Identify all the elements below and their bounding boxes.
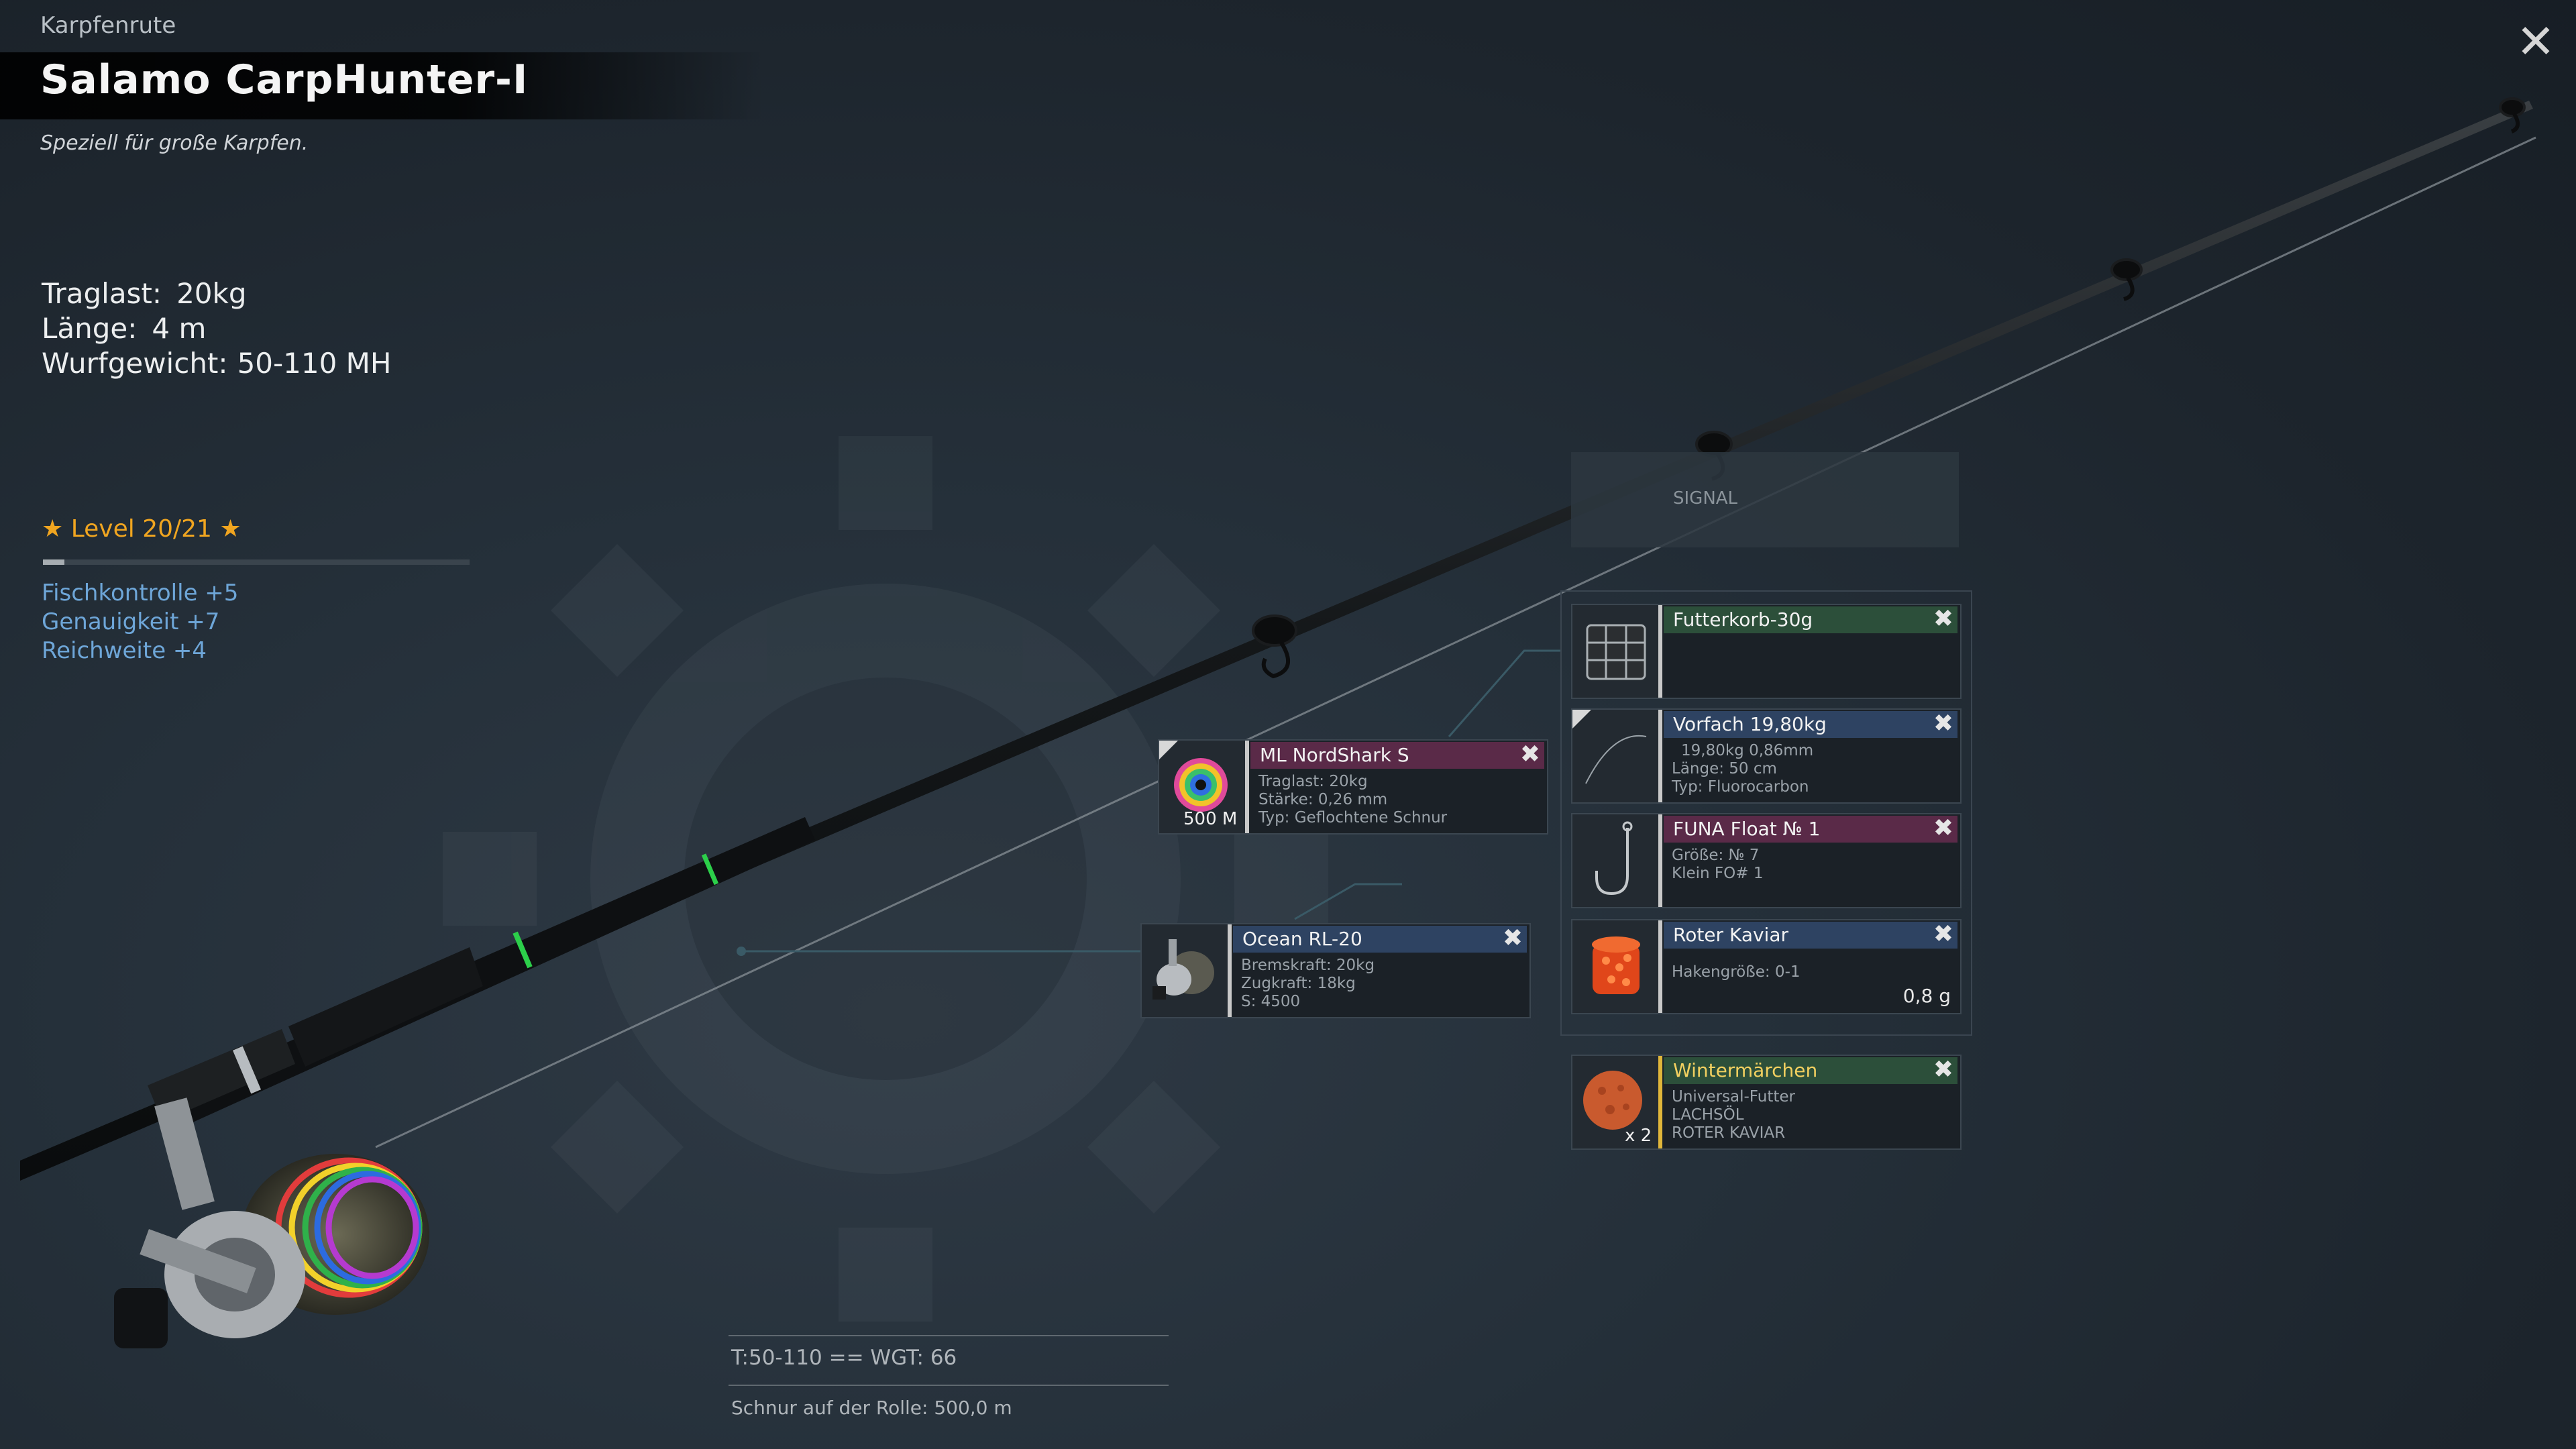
leader-thumbnail [1572,710,1660,802]
bonus-range: Reichweite +4 [42,637,207,664]
card-accent [1658,920,1662,1013]
item-description: Speziell für große Karpfen. [40,131,309,155]
level-progress-fill [43,559,64,565]
footer-divider-top [729,1335,1169,1336]
line-thumbnail: 500 M [1159,741,1246,833]
feeder-slot-card[interactable]: Futterkorb-30g ✖ [1571,604,1962,699]
item-category: Karpfenrute [40,12,176,39]
terminal-tackle-group [1560,590,1972,1036]
leader-slot-card[interactable]: Vorfach 19,80kg ✖ 19,80kg 0,86mm Länge: … [1571,708,1962,804]
bait-name: Roter Kaviar [1664,922,1957,949]
groundbait-count: x 2 [1625,1126,1652,1146]
line-name: ML NordShark S [1250,742,1544,769]
leader-line-icon [1572,710,1647,784]
remove-bait-icon[interactable]: ✖ [1933,920,1954,948]
remove-hook-icon[interactable]: ✖ [1933,814,1954,842]
bonus-accuracy: Genauigkeit +7 [42,608,220,635]
groundbait-name: Wintermärchen [1664,1057,1957,1084]
bait-details: Hakengröße: 0-1 [1672,963,1801,981]
leader-name: Vorfach 19,80kg [1664,711,1957,738]
card-accent [1228,924,1232,1017]
reel-name: Ocean RL-20 [1233,926,1527,953]
reel-slot-card[interactable]: Ocean RL-20 ✖ Bremskraft: 20kg Zugkraft:… [1140,923,1531,1018]
groundbait-thumbnail: x 2 [1572,1056,1660,1148]
reel-thumbnail [1142,924,1229,1017]
signal-slot[interactable] [1571,452,1959,547]
hook-name: FUNA Float № 1 [1664,816,1957,843]
bait-slot-card[interactable]: Roter Kaviar ✖ Hakengröße: 0-1 0,8 g [1571,919,1962,1014]
spinning-reel-icon [1152,939,1214,1000]
stat-casting-weight: Wurfgewicht:50-110 MH [42,347,392,380]
groundbait-slot-card[interactable]: x 2 Wintermärchen ✖ Universal-Futter LAC… [1571,1055,1962,1150]
feeder-name: Futterkorb-30g [1664,606,1957,633]
leader-details: 19,80kg 0,86mm Länge: 50 cm Typ: Fluoroc… [1672,742,1814,796]
feeder-thumbnail [1572,605,1660,698]
line-slot-card[interactable]: 500 M ML NordShark S ✖ Traglast: 20kg St… [1158,739,1548,835]
signal-label: SIGNAL [1673,488,1738,508]
hook-details: Größe: № 7 Klein FO# 1 [1672,847,1764,882]
card-accent [1658,814,1662,907]
hook-slot-card[interactable]: FUNA Float № 1 ✖ Größe: № 7 Klein FO# 1 [1571,813,1962,908]
gear-watermark-icon [443,436,1328,1322]
hook-thumbnail [1572,814,1660,907]
card-accent [1658,710,1662,802]
reel-icon [114,1097,429,1348]
card-accent [1245,741,1249,833]
red-caviar-jar-icon [1592,936,1640,994]
title-bar [0,52,765,119]
level-progress-track [43,559,470,565]
groundbait-details: Universal-Futter LACHSÖL ROTER KAVIAR [1672,1088,1795,1142]
remove-leader-icon[interactable]: ✖ [1933,710,1954,737]
line-on-reel: Schnur auf der Rolle: 500,0 m [731,1397,1012,1419]
line-details: Traglast: 20kg Stärke: 0,26 mm Typ: Gefl… [1258,773,1448,826]
groundbait-ball-icon [1583,1071,1642,1130]
stat-capacity: Traglast:20kg [42,277,247,310]
hook-icon [1595,821,1633,896]
stat-length: Länge:4 m [42,312,207,345]
remove-line-icon[interactable]: ✖ [1519,741,1541,768]
card-accent [1658,1056,1662,1148]
close-button[interactable]: ✕ [2516,14,2556,69]
feeder-cage-icon [1586,624,1646,680]
card-accent [1658,605,1662,698]
bait-thumbnail [1572,920,1660,1013]
line-amount: 500 M [1183,809,1238,829]
remove-groundbait-icon[interactable]: ✖ [1933,1056,1954,1083]
level-label: ★ Level 20/21 ★ [42,515,241,543]
remove-feeder-icon[interactable]: ✖ [1933,605,1954,633]
bait-weight: 0,8 g [1902,985,1951,1007]
rod-stats: Traglast:20kg Länge:4 m Wurfgewicht:50-1… [42,276,392,381]
reel-details: Bremskraft: 20kg Zugkraft: 18kg S: 4500 [1241,957,1375,1010]
remove-reel-icon[interactable]: ✖ [1502,924,1523,952]
bonus-fish-control: Fischkontrolle +5 [42,580,239,606]
footer-divider-bottom [729,1385,1169,1386]
page-title: Salamo CarpHunter-I [40,56,529,103]
braided-line-spool-icon [1159,741,1228,812]
casting-weight-summary: T:50-110 == WGT: 66 [731,1346,957,1370]
